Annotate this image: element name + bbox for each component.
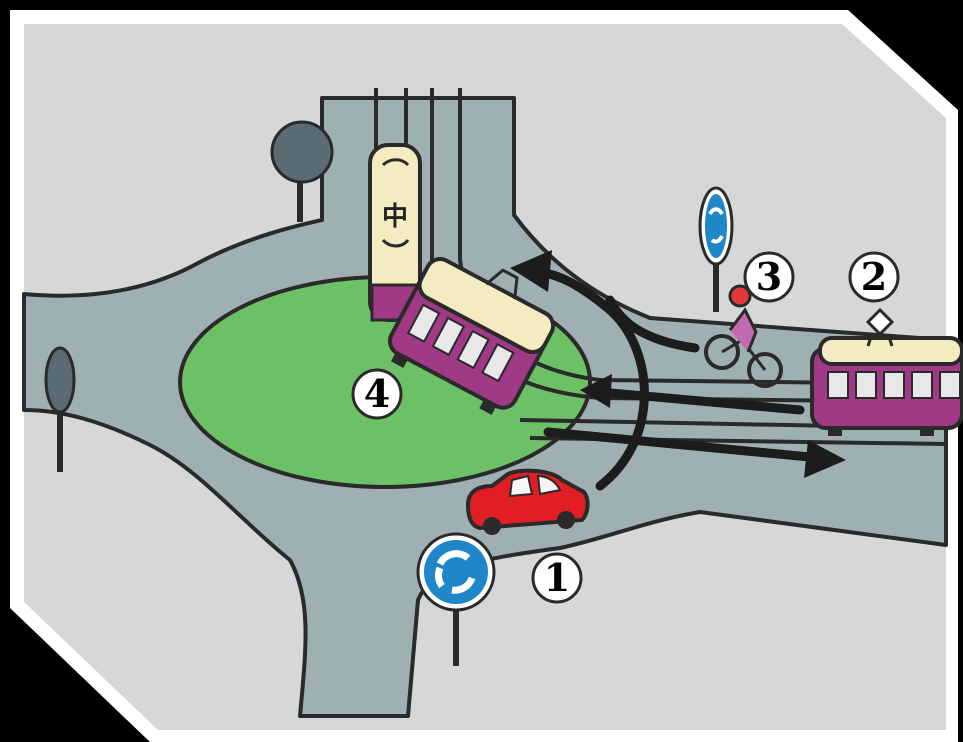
label-4: 4 [353,370,401,418]
label-3-text: 3 [756,254,782,299]
label-3: 3 [745,253,793,301]
label-4-text: 4 [364,371,390,416]
label-2-text: 2 [861,254,887,299]
label-1-text: 1 [544,555,570,600]
label-2: 2 [850,253,898,301]
label-1: 1 [533,554,581,602]
tree-icon [46,348,74,412]
tram-symbol-icon: 中 [382,202,408,232]
tree-icon [272,122,332,182]
